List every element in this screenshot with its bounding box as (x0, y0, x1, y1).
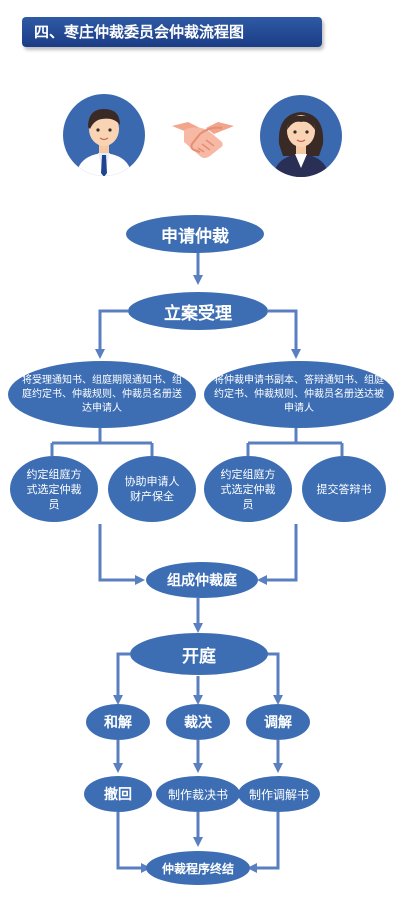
notify-respondent-node: 将仲裁申请书副本、答辩通知书、组庭约定书、仲裁规则、仲裁员名册送达被申请人 (204, 361, 394, 428)
apply-arbitration-node: 申请仲裁 (126, 215, 264, 253)
ruling-node: 裁决 (166, 704, 230, 740)
property-preservation-node: 协助申请人财产保全 (108, 456, 196, 522)
notify-applicant-node: 将受理通知书、组庭期限通知书、组庭约定书、仲裁规则、仲裁员名册送达申请人 (8, 361, 196, 428)
make-mediation-doc-node: 制作调解书 (238, 776, 320, 812)
handshake-icon (170, 112, 236, 162)
case-acceptance-node: 立案受理 (128, 292, 268, 330)
agree-court-left-node: 约定组庭方式选定仲裁员 (10, 456, 98, 522)
mediation-node: 调解 (246, 704, 310, 740)
page-title: 四、枣庄仲裁委员会仲裁流程图 (22, 17, 322, 47)
withdraw-node: 撤回 (84, 776, 152, 812)
procedure-end-node: 仲裁程序终结 (146, 851, 250, 885)
submit-defense-node: 提交答辩书 (302, 456, 386, 522)
make-award-node: 制作裁决书 (156, 776, 240, 812)
hearing-node: 开庭 (130, 633, 268, 675)
reconcile-node: 和解 (86, 704, 150, 740)
male-avatar-icon (62, 93, 146, 177)
female-avatar-icon (259, 94, 343, 178)
form-tribunal-node: 组成仲裁庭 (146, 562, 258, 598)
agree-court-right-node: 约定组庭方式选定仲裁员 (204, 456, 292, 522)
